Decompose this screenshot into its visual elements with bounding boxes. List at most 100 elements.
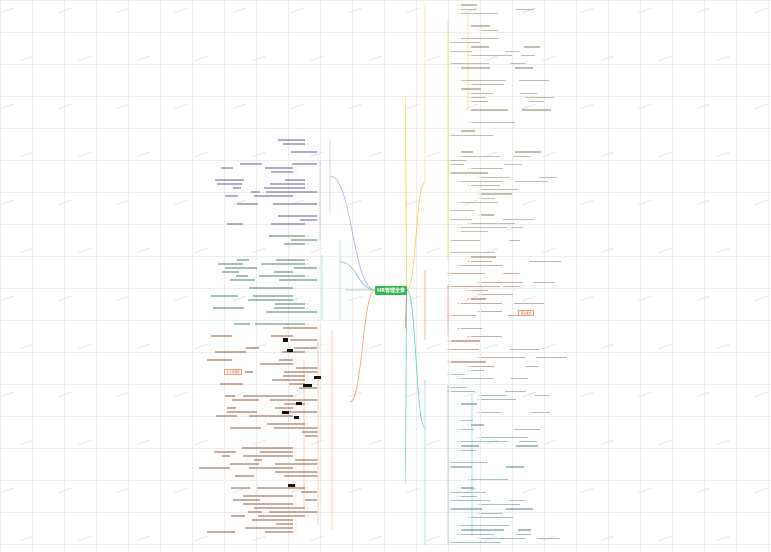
leaf-node[interactable]	[232, 399, 260, 401]
leaf-node[interactable]	[236, 259, 250, 261]
leaf-node[interactable]	[461, 151, 474, 153]
leaf-node[interactable]	[283, 375, 305, 377]
leaf-node[interactable]	[251, 519, 293, 521]
leaf-node[interactable]	[214, 451, 237, 453]
leaf-node[interactable]	[481, 395, 507, 397]
leaf-node[interactable]	[282, 351, 305, 353]
leaf-node[interactable]	[481, 411, 501, 413]
leaf-node[interactable]	[451, 42, 480, 44]
leaf-node[interactable]	[272, 379, 305, 381]
leaf-node[interactable]	[273, 271, 293, 273]
leaf-node[interactable]	[259, 451, 293, 453]
leaf-node[interactable]	[510, 227, 523, 229]
leaf-node[interactable]	[509, 239, 520, 241]
leaf-node[interactable]	[264, 531, 293, 533]
leaf-node[interactable]	[237, 203, 259, 205]
leaf-node[interactable]	[461, 533, 495, 535]
leaf-node[interactable]	[233, 187, 242, 189]
leaf-node[interactable]	[525, 365, 538, 367]
leaf-node[interactable]	[451, 218, 472, 220]
leaf-node[interactable]	[471, 260, 492, 262]
leaf-node[interactable]	[461, 378, 494, 380]
leaf-node[interactable]	[451, 50, 473, 52]
leaf-node[interactable]	[275, 407, 293, 409]
leaf-node[interactable]	[471, 369, 484, 371]
leaf-node[interactable]	[222, 271, 239, 273]
leaf-node[interactable]	[249, 287, 293, 289]
leaf-node[interactable]	[481, 281, 524, 283]
leaf-node[interactable]	[242, 395, 293, 397]
leaf-node[interactable]	[248, 299, 293, 301]
leaf-node[interactable]	[481, 399, 517, 401]
leaf-node[interactable]	[461, 231, 489, 233]
leaf-node[interactable]	[461, 420, 473, 422]
leaf-node[interactable]	[241, 447, 293, 449]
leaf-node[interactable]	[278, 215, 317, 217]
leaf-node[interactable]	[471, 96, 487, 98]
leaf-node[interactable]	[451, 386, 468, 388]
leaf-node[interactable]	[514, 302, 545, 304]
leaf-node[interactable]	[214, 179, 244, 181]
leaf-node[interactable]	[256, 487, 305, 489]
leaf-node[interactable]	[268, 511, 317, 513]
leaf-node[interactable]	[254, 195, 293, 197]
leaf-node[interactable]	[221, 455, 231, 457]
leaf-node[interactable]	[528, 260, 561, 262]
leaf-node[interactable]	[451, 500, 490, 502]
leaf-node[interactable]	[461, 441, 508, 443]
leaf-node[interactable]	[461, 264, 504, 266]
leaf-node[interactable]	[211, 335, 233, 337]
highlight-tag-right[interactable]: 核心要点	[518, 310, 535, 316]
leaf-node[interactable]	[504, 164, 522, 166]
leaf-node[interactable]	[300, 219, 317, 221]
leaf-node[interactable]	[266, 311, 317, 313]
leaf-node[interactable]	[471, 290, 488, 292]
leaf-node[interactable]	[283, 143, 305, 145]
leaf-node[interactable]	[514, 428, 540, 430]
leaf-node[interactable]	[531, 411, 551, 413]
leaf-node[interactable]	[506, 466, 525, 468]
leaf-node[interactable]	[239, 163, 263, 165]
leaf-node[interactable]	[243, 495, 293, 497]
leaf-node[interactable]	[481, 29, 498, 31]
leaf-node[interactable]	[451, 273, 486, 275]
leaf-node[interactable]	[231, 515, 245, 517]
leaf-node[interactable]	[471, 101, 488, 103]
leaf-node[interactable]	[214, 351, 247, 353]
leaf-node[interactable]	[471, 92, 494, 94]
leaf-node[interactable]	[225, 395, 235, 397]
leaf-node[interactable]	[519, 80, 549, 82]
leaf-node[interactable]	[275, 523, 293, 525]
leaf-node[interactable]	[258, 275, 305, 277]
leaf-node[interactable]	[266, 423, 305, 425]
leaf-node[interactable]	[253, 507, 305, 509]
leaf-node[interactable]	[461, 525, 510, 527]
leaf-node[interactable]	[461, 4, 478, 6]
leaf-node[interactable]	[451, 164, 465, 166]
leaf-node[interactable]	[503, 285, 520, 287]
leaf-node[interactable]	[471, 54, 512, 56]
leaf-node[interactable]	[461, 495, 477, 497]
leaf-node[interactable]	[279, 279, 317, 281]
leaf-node[interactable]	[461, 529, 505, 531]
leaf-node[interactable]	[509, 63, 526, 65]
leaf-node[interactable]	[294, 347, 317, 349]
leaf-node[interactable]	[514, 151, 541, 153]
leaf-node[interactable]	[274, 427, 317, 429]
leaf-node[interactable]	[248, 415, 293, 417]
leaf-node[interactable]	[278, 359, 293, 361]
leaf-node[interactable]	[471, 84, 505, 86]
leaf-node[interactable]	[461, 327, 483, 329]
leaf-node[interactable]	[246, 347, 259, 349]
leaf-node[interactable]	[218, 263, 244, 265]
leaf-node[interactable]	[481, 504, 520, 506]
leaf-node[interactable]	[296, 367, 317, 369]
leaf-node[interactable]	[451, 374, 466, 376]
leaf-node[interactable]	[283, 327, 317, 329]
leaf-node[interactable]	[471, 298, 487, 300]
leaf-node[interactable]	[538, 176, 558, 178]
leaf-node[interactable]	[248, 467, 293, 469]
leaf-node[interactable]	[515, 445, 539, 447]
leaf-node[interactable]	[269, 183, 305, 185]
leaf-node[interactable]	[291, 163, 317, 165]
